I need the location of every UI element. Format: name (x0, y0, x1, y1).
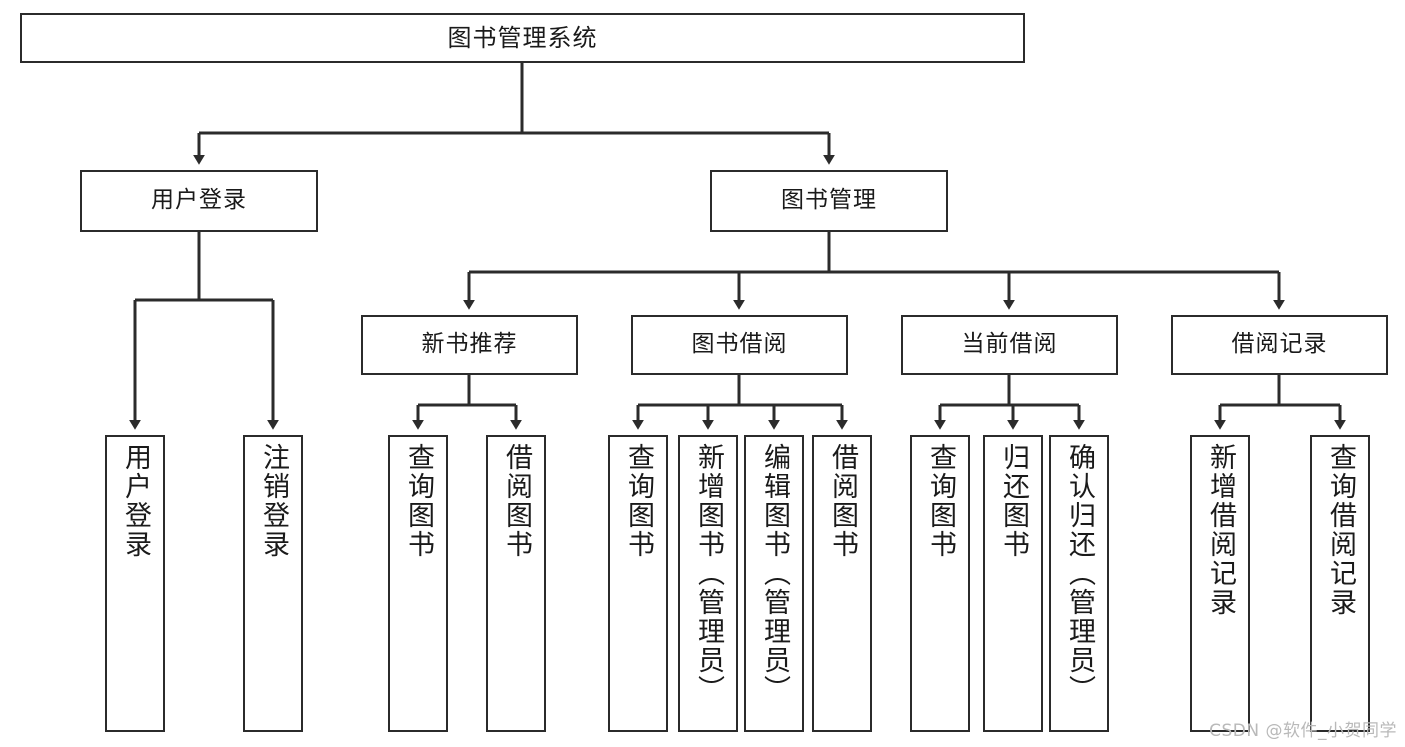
node-leaf-edit-book[interactable]: 编辑图书（管理员） (744, 435, 804, 732)
node-leaf-borrow-book-2[interactable]: 借阅图书 (812, 435, 872, 732)
node-leaf-edit-book-label: 编辑图书（管理员） (759, 443, 791, 704)
node-leaf-user-login[interactable]: 用户登录 (105, 435, 165, 732)
node-book-manage[interactable]: 图书管理 (710, 170, 948, 232)
node-leaf-confirm-return-label: 确认归还（管理员） (1064, 443, 1096, 704)
node-leaf-add-book[interactable]: 新增图书（管理员） (678, 435, 738, 732)
node-current-borrow[interactable]: 当前借阅 (901, 315, 1118, 375)
node-borrow-record[interactable]: 借阅记录 (1171, 315, 1388, 375)
node-new-book-recommend[interactable]: 新书推荐 (361, 315, 578, 375)
node-new-book-recommend-label: 新书推荐 (421, 331, 518, 358)
node-leaf-query-record-label: 查询借阅记录 (1325, 443, 1357, 617)
node-leaf-query-book-2[interactable]: 查询图书 (608, 435, 668, 732)
node-leaf-borrow-book-1[interactable]: 借阅图书 (486, 435, 546, 732)
node-leaf-borrow-book-2-label: 借阅图书 (827, 443, 859, 559)
node-root-label: 图书管理系统 (447, 23, 598, 52)
node-leaf-query-book-3[interactable]: 查询图书 (910, 435, 970, 732)
node-leaf-add-record[interactable]: 新增借阅记录 (1190, 435, 1250, 732)
node-book-manage-label: 图书管理 (781, 187, 877, 214)
node-leaf-user-logout[interactable]: 注销登录 (243, 435, 303, 732)
node-leaf-return-book-label: 归还图书 (998, 443, 1030, 559)
node-leaf-add-record-label: 新增借阅记录 (1205, 443, 1237, 617)
watermark: CSDN @软件_小贺同学 (1209, 721, 1397, 741)
node-leaf-query-book-3-label: 查询图书 (925, 443, 957, 559)
node-leaf-return-book[interactable]: 归还图书 (983, 435, 1043, 732)
node-current-borrow-label: 当前借阅 (961, 331, 1058, 358)
node-leaf-query-record[interactable]: 查询借阅记录 (1310, 435, 1370, 732)
node-root[interactable]: 图书管理系统 (20, 13, 1025, 63)
node-leaf-borrow-book-1-label: 借阅图书 (501, 443, 533, 559)
node-leaf-query-book-2-label: 查询图书 (623, 443, 655, 559)
node-leaf-user-logout-label: 注销登录 (258, 443, 290, 559)
node-user-login[interactable]: 用户登录 (80, 170, 318, 232)
node-leaf-query-book-1-label: 查询图书 (403, 443, 435, 559)
node-user-login-label: 用户登录 (151, 187, 247, 214)
node-book-borrow-label: 图书借阅 (691, 331, 788, 358)
node-leaf-confirm-return[interactable]: 确认归还（管理员） (1049, 435, 1109, 732)
node-book-borrow[interactable]: 图书借阅 (631, 315, 848, 375)
node-leaf-user-login-label: 用户登录 (120, 443, 152, 559)
node-leaf-add-book-label: 新增图书（管理员） (693, 443, 725, 704)
node-borrow-record-label: 借阅记录 (1231, 331, 1328, 358)
node-leaf-query-book-1[interactable]: 查询图书 (388, 435, 448, 732)
